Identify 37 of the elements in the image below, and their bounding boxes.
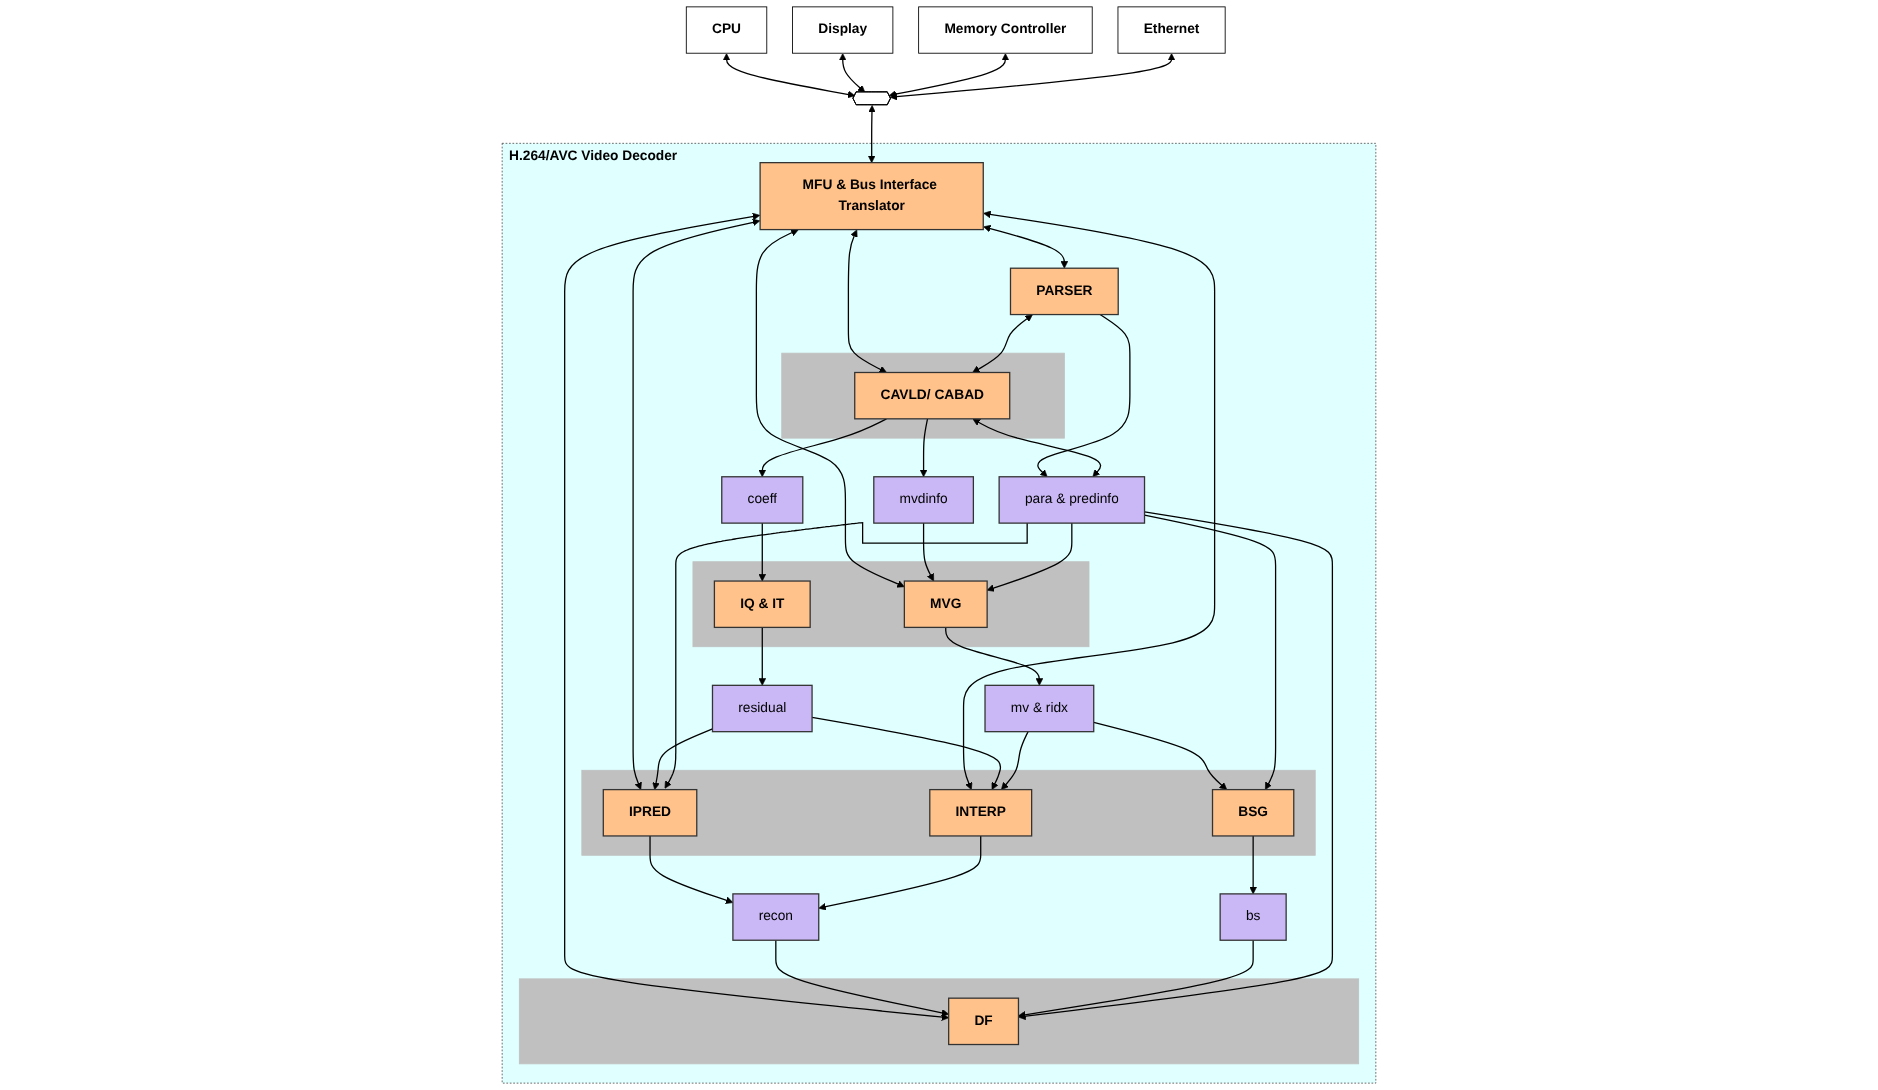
arrow: [1093, 721, 1228, 790]
arrow: [838, 53, 866, 93]
arrow: [755, 229, 905, 588]
arrow: [919, 418, 929, 478]
arrow: [972, 314, 1033, 373]
arrow: [652, 728, 714, 790]
arrow: [1143, 514, 1277, 790]
cluster: [581, 769, 1316, 856]
arrow: [1001, 731, 1029, 790]
arrow: [722, 53, 856, 99]
arrow: [1018, 511, 1334, 1020]
arrow: [1018, 939, 1254, 1019]
arrow: [564, 212, 949, 1021]
arrow: [649, 835, 734, 904]
arrow: [847, 229, 887, 373]
arrow: [811, 716, 1002, 790]
arrow: [945, 626, 1044, 686]
cluster: [518, 978, 1360, 1065]
arrow: [867, 105, 876, 163]
cluster: [692, 561, 1090, 648]
cluster: [781, 352, 1065, 439]
arrow: [1249, 835, 1257, 895]
arrow: [986, 522, 1073, 592]
arrow: [1037, 313, 1131, 478]
arrow: [922, 522, 934, 582]
arrow: [632, 218, 761, 790]
arrow: [818, 835, 982, 911]
arrow: [962, 210, 1216, 790]
arrow: [889, 53, 1176, 101]
arrow: [775, 939, 949, 1017]
arrow: [983, 224, 1069, 269]
arrow: [888, 53, 1010, 98]
arrow: [758, 626, 767, 686]
arrow: [972, 418, 1102, 478]
arrow: [758, 418, 888, 478]
arrow: [664, 521, 1028, 789]
arrow: [758, 522, 767, 582]
